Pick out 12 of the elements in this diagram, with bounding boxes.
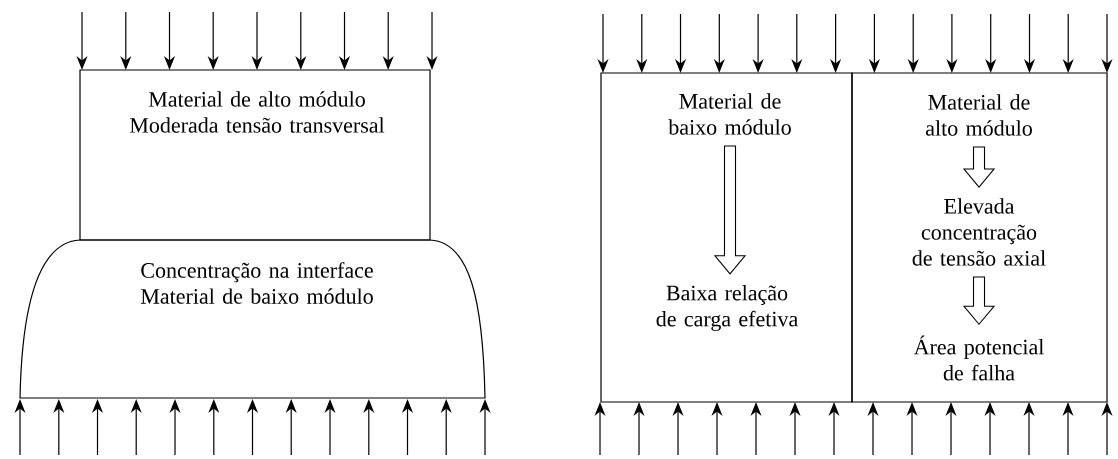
hollow-arrow [962, 146, 996, 188]
block-text: Material de baixo módulo [668, 93, 791, 135]
material-block: Concentração na interface Material de baixo módulo [19, 239, 486, 399]
block-text: Área potencial de falha [913, 335, 1044, 381]
hollow-arrow [713, 145, 747, 275]
hollow-arrow [962, 276, 996, 326]
block-text: Elevada concentração de tensão axial [912, 198, 1046, 266]
block-text: Baixa relação de carga efetiva [656, 285, 798, 331]
material-block [851, 72, 1108, 403]
material-block: Material de alto módulo Moderada tensão transversal [79, 69, 431, 241]
material-block [600, 72, 853, 403]
block-text: Material de alto módulo [926, 94, 1032, 136]
